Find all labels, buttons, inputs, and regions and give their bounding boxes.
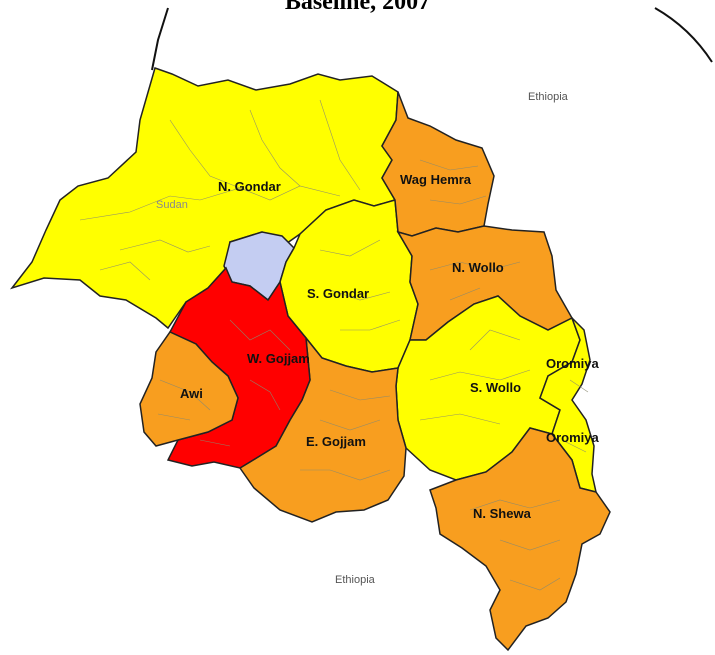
zone-label-s-gondar: S. Gondar	[307, 286, 369, 301]
zone-label-awi: Awi	[180, 386, 203, 401]
zone-wag-hemra[interactable]	[381, 91, 495, 237]
zone-label-wag-hemra: Wag Hemra	[400, 172, 472, 187]
zone-label-n-gondar: N. Gondar	[218, 179, 281, 194]
zone-label-oromiya-2: Oromiya	[546, 430, 600, 445]
zone-label-n-wollo: N. Wollo	[452, 260, 504, 275]
country-label-ethiopia-bottom: Ethiopia	[335, 574, 376, 586]
woreda-boundaries	[79, 99, 589, 591]
zone-label-s-wollo: S. Wollo	[470, 380, 521, 395]
country-border-west	[151, 7, 169, 71]
country-border-east	[654, 7, 713, 63]
country-label-ethiopia-top: Ethiopia	[528, 91, 569, 103]
zone-label-e-gojjam: E. Gojjam	[306, 434, 366, 449]
zone-label-n-shewa: N. Shewa	[473, 506, 532, 521]
zone-label-oromiya-1: Oromiya	[546, 356, 600, 371]
zone-n-shewa[interactable]	[429, 427, 611, 652]
zone-label-w-gojjam: W. Gojjam	[247, 351, 310, 366]
country-label-sudan: Sudan	[156, 199, 188, 211]
map-title: Baseline, 2007	[284, 0, 431, 15]
zone-awi[interactable]	[139, 331, 239, 447]
